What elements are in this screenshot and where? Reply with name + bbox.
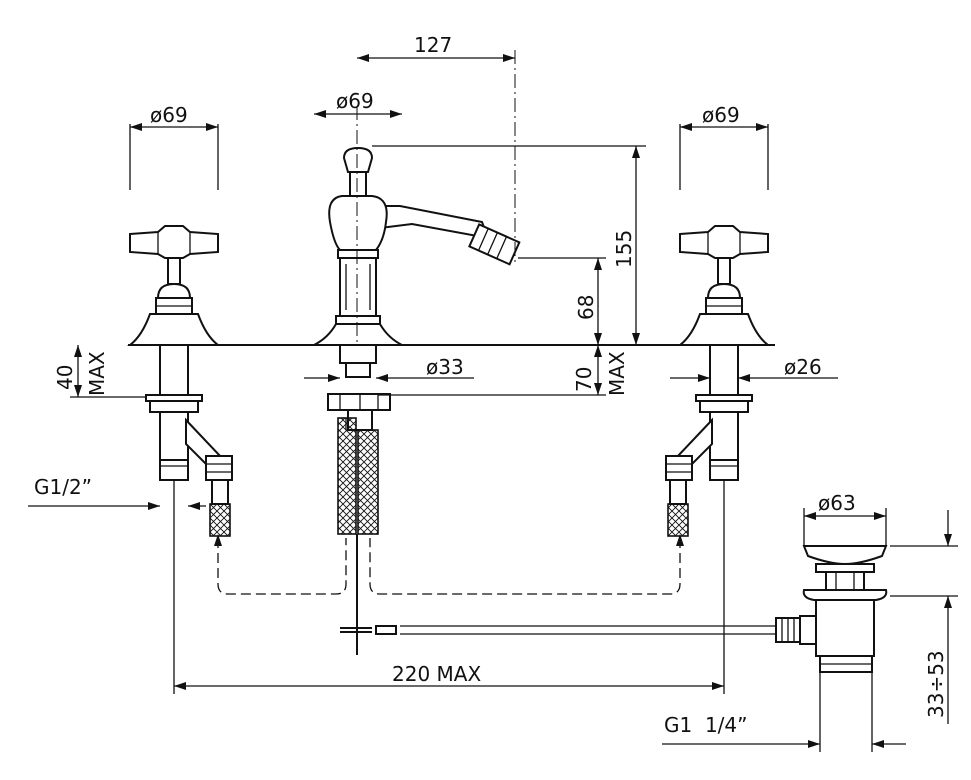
centers-span-label: 220 MAX — [392, 662, 481, 686]
spout-diameter-label: ø69 — [336, 89, 374, 113]
spout-offset-label: 127 — [414, 33, 452, 57]
tap-shank-diameter-label: ø26 — [784, 355, 822, 379]
spout-height-label: 155 — [612, 230, 636, 268]
dim-spout-shank-diameter: ø33 — [304, 355, 474, 382]
waste-height-range-label: 33÷53 — [924, 650, 948, 718]
deck-thickness-center-label: 70 — [572, 367, 596, 392]
right-cross-handle-tap — [665, 225, 771, 537]
waste-thread-label: G1 1/4” — [664, 713, 748, 737]
dim-deck-thickness-center: 70 MAX — [378, 345, 629, 396]
pop-up-linkage — [340, 625, 780, 635]
waste-diameter-label: ø63 — [818, 491, 856, 515]
dim-waste-height-range: 33÷53 — [890, 510, 958, 724]
left-cross-handle-tap — [127, 225, 233, 537]
dim-left-tap-diameter: ø69 — [129, 103, 219, 190]
left-tap-diameter-label: ø69 — [150, 103, 188, 127]
dim-waste-diameter: ø63 — [803, 491, 887, 546]
dim-spout-height: 155 — [372, 145, 646, 345]
deck-thickness-left-max-label: MAX — [85, 351, 109, 396]
spout-outlet-height-label: 68 — [574, 295, 598, 320]
dim-inlet-thread: G1/2” — [28, 475, 206, 510]
center-spout — [313, 146, 521, 655]
dim-centers-span: 220 MAX — [173, 480, 725, 694]
dim-deck-thickness-left: 40 MAX — [53, 345, 146, 398]
inlet-thread-label: G1/2” — [34, 475, 92, 499]
pop-up-waste — [775, 545, 888, 673]
deck-thickness-left-label: 40 — [53, 365, 77, 390]
dim-spout-outlet-height: 68 — [518, 257, 606, 345]
dim-tap-shank-diameter: ø26 — [670, 355, 838, 382]
supply-connections — [214, 534, 684, 595]
dim-waste-thread: G1 1/4” — [662, 672, 906, 752]
spout-shank-diameter-label: ø33 — [426, 355, 464, 379]
dim-spout-diameter: ø69 — [314, 89, 402, 118]
right-tap-diameter-label: ø69 — [702, 103, 740, 127]
dim-right-tap-diameter: ø69 — [679, 103, 769, 190]
dim-spout-offset: 127 — [357, 33, 515, 62]
deck-thickness-center-max-label: MAX — [605, 351, 629, 396]
